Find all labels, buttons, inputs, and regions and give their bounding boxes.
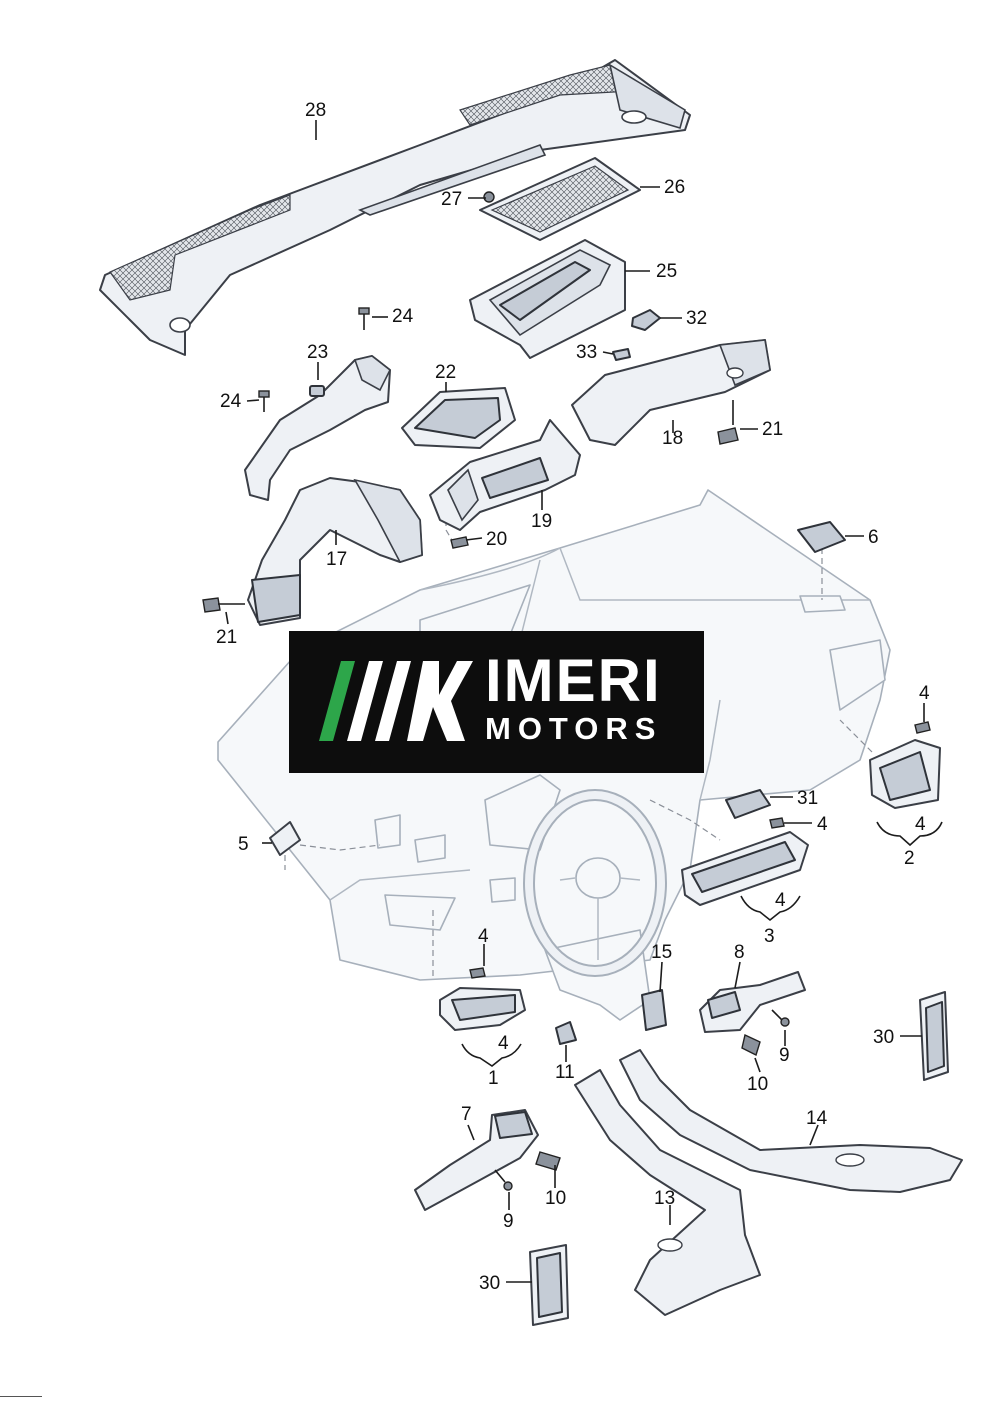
left-air-duct: [247, 477, 423, 626]
callout-5: 5: [238, 834, 249, 855]
callout-9: 9: [779, 1045, 790, 1066]
callout-11: 11: [555, 1062, 575, 1083]
brand-logo: IMERI MOTORS: [289, 631, 704, 773]
footwell-left-duct: [414, 1109, 539, 1211]
small-clip: [612, 348, 631, 361]
logo-stripe-k: [407, 661, 473, 741]
center-floor-air-duct: [574, 1069, 761, 1316]
left-center-vent: [439, 987, 526, 1031]
clip: [631, 309, 661, 331]
callout-4: 4: [498, 1033, 509, 1054]
callout-10: 10: [747, 1074, 768, 1095]
callout-15: 15: [651, 942, 672, 963]
callout-13: 13: [654, 1188, 675, 1209]
callout-21: 21: [762, 419, 783, 440]
callout-7: 7: [461, 1104, 472, 1125]
callout-4: 4: [478, 926, 489, 947]
callout-19: 19: [531, 511, 552, 532]
fastener-10-left: [535, 1151, 561, 1171]
callout-1: 1: [488, 1068, 499, 1089]
fastener-20: [450, 536, 469, 549]
small-connector: [555, 1021, 577, 1045]
clip-4-left: [469, 967, 486, 979]
fastener-21-right: [717, 400, 739, 445]
nut: [483, 191, 495, 203]
right-side-vent: [869, 739, 941, 809]
callout-31: 31: [797, 788, 818, 809]
bolt-24-upper: [358, 307, 370, 330]
callout-2: 2: [904, 848, 915, 869]
callout-23: 23: [307, 342, 328, 363]
logo-stripe-1: [347, 661, 383, 741]
callout-10: 10: [545, 1188, 566, 1209]
upper-left-air-duct: [244, 355, 392, 501]
logo-stripe-green: [319, 661, 355, 741]
left-side-vent: [269, 821, 301, 856]
callout-20: 20: [486, 529, 507, 550]
vent-trim-lower: [529, 1244, 569, 1326]
air-intake-grille: [479, 157, 641, 241]
rear-floor-air-duct: [619, 1049, 963, 1193]
callout-26: 26: [664, 177, 685, 198]
callout-8: 8: [734, 942, 745, 963]
callout-4: 4: [915, 814, 926, 835]
callout-4: 4: [817, 814, 828, 835]
callout-22: 22: [435, 362, 456, 383]
callout-14: 14: [806, 1108, 828, 1129]
callout-30: 30: [873, 1027, 894, 1048]
callout-9: 9: [503, 1211, 514, 1232]
logo-stripes: [319, 661, 473, 741]
footwell-air-duct: [699, 971, 806, 1033]
callout-3: 3: [764, 926, 775, 947]
callout-4: 4: [919, 683, 930, 704]
fastener-10-right: [741, 1033, 761, 1056]
brand-subtitle: MOTORS: [485, 711, 663, 746]
callout-24: 24: [220, 391, 242, 412]
center-vent-housing: [401, 387, 516, 449]
callout-27: 27: [441, 189, 462, 210]
callout-leader-lines: [225, 120, 943, 1283]
callout-32: 32: [686, 308, 707, 329]
steering-wheel: [523, 789, 667, 977]
page-bottom-rule: [0, 1396, 42, 1397]
screw-9-left: [494, 1169, 513, 1191]
intake-housing: [469, 239, 626, 359]
clip-4-right: [914, 721, 931, 734]
cowl-panel: [99, 59, 691, 356]
trim-cover: [641, 989, 667, 1031]
callout-6: 6: [868, 527, 879, 548]
center-air-duct: [429, 419, 581, 531]
callout-18: 18: [662, 428, 683, 449]
brand-name: IMERI: [485, 647, 662, 714]
callout-25: 25: [656, 261, 677, 282]
callout-28: 28: [305, 100, 326, 121]
right-air-duct: [571, 339, 771, 446]
bolt-24-left: [258, 390, 270, 412]
center-vent: [681, 831, 809, 906]
screw-9-right: [771, 1009, 790, 1027]
callout-33: 33: [576, 342, 597, 363]
callout-24: 24: [392, 306, 414, 327]
fastener-21-left: [202, 597, 245, 613]
defroster-vent: [797, 521, 846, 553]
callout-4: 4: [775, 890, 786, 911]
control-module: [725, 789, 771, 819]
clip-4-mid: [769, 817, 785, 829]
callout-numbers: 28 27 26 25 24 32 23 33 24 22 21 18 6 20…: [216, 100, 930, 1294]
vent-trim-right: [919, 991, 949, 1081]
logo-stripe-2: [375, 661, 411, 741]
callout-30: 30: [479, 1273, 500, 1294]
callout-21: 21: [216, 627, 237, 648]
callout-17: 17: [326, 549, 347, 570]
